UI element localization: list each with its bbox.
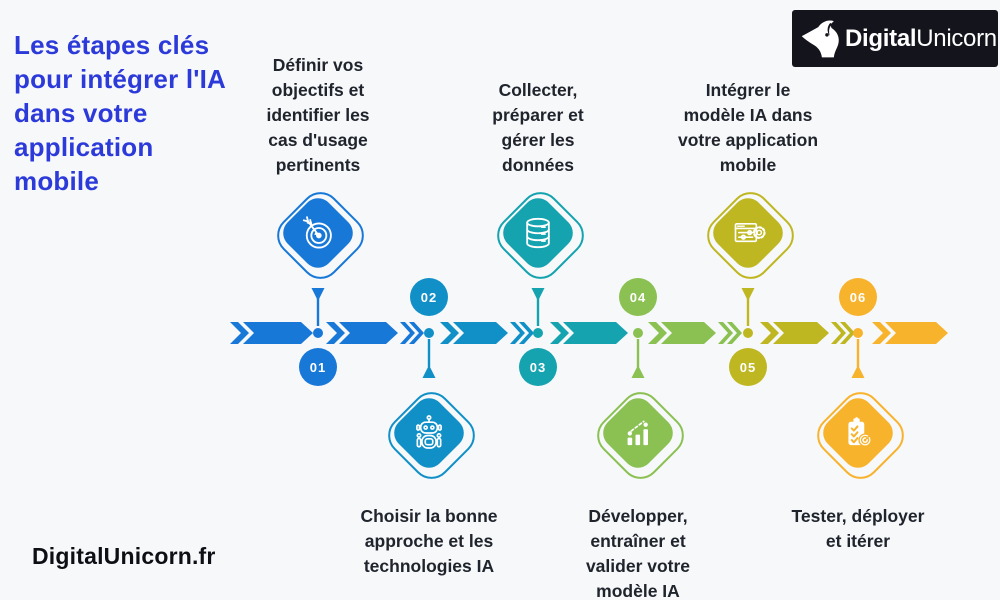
diamond-fill	[387, 391, 471, 475]
unicorn-icon	[801, 20, 839, 57]
brand-logo-text: DigitalUnicorn	[845, 25, 997, 53]
step-02-diamond	[379, 383, 483, 487]
step-number: 05	[739, 359, 757, 375]
database-icon	[526, 217, 550, 249]
step-06-diamond	[808, 383, 912, 487]
brand-logo: DigitalUnicorn	[792, 10, 998, 67]
step-05-number-badge: 05	[729, 348, 767, 386]
step-02-label: Choisir la bonne approche et les technol…	[360, 506, 498, 576]
step-04-number-badge: 04	[619, 278, 657, 316]
brand-name-bold: Digital	[845, 24, 917, 52]
diamond-fill	[276, 191, 360, 275]
site-url: DigitalUnicorn.fr	[32, 543, 216, 569]
step-number: 01	[309, 359, 327, 375]
step-05-diamond	[698, 183, 802, 287]
diamond-fill	[596, 391, 680, 475]
page-title: Les étapes clés pour intégrer l'IA dans …	[14, 30, 227, 196]
growth-chart-icon	[627, 420, 648, 446]
step-number: 04	[629, 289, 647, 305]
step-05-label: Intégrer le modèle IA dans votre applica…	[677, 80, 819, 175]
step-01-number-badge: 01	[299, 348, 337, 386]
step-06-number-badge: 06	[839, 278, 877, 316]
step-01-label: Définir vos objectifs et identifier les …	[266, 55, 370, 175]
test-clipboard-icon	[848, 417, 872, 447]
robot-icon	[416, 415, 442, 449]
diamond-fill	[816, 391, 900, 475]
step-06-label: Tester, déployer et itérer	[791, 506, 925, 551]
settings-window-icon	[734, 223, 766, 243]
step-04-diamond	[588, 383, 692, 487]
diamond-fill	[496, 191, 580, 275]
step-03-diamond	[488, 183, 592, 287]
step-number: 02	[420, 289, 438, 305]
target-dart-icon	[302, 216, 332, 249]
step-02-number-badge: 02	[410, 278, 448, 316]
step-03-label: Collecter, préparer et gérer les données	[492, 80, 584, 175]
step-04-label: Développer, entraîner et valider votre m…	[585, 506, 691, 600]
step-01-diamond	[268, 183, 372, 287]
step-number: 06	[849, 289, 867, 305]
brand-name-regular: Unicorn	[916, 24, 997, 52]
step-number: 03	[529, 359, 547, 375]
step-03-number-badge: 03	[519, 348, 557, 386]
diamond-fill	[706, 191, 790, 275]
